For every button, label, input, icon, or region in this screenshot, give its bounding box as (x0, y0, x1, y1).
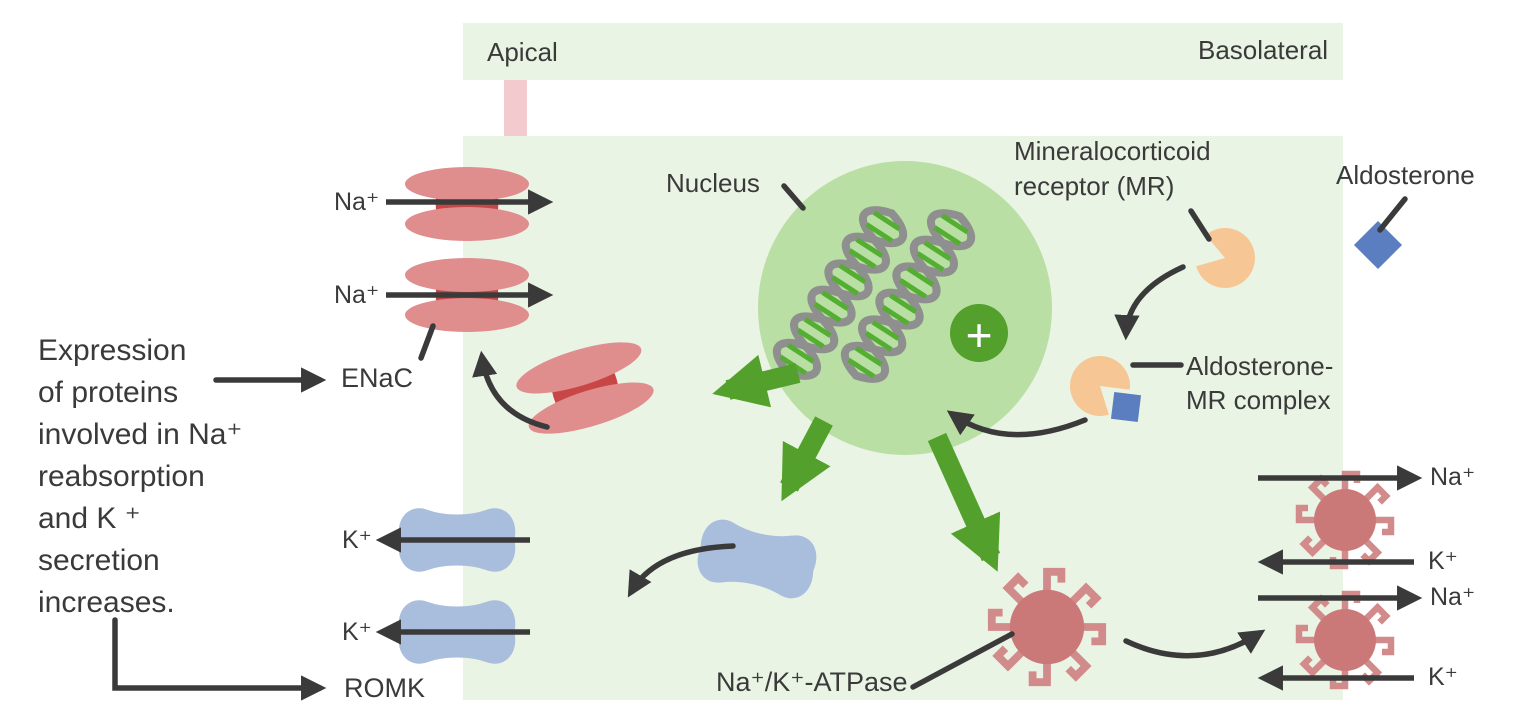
potassium-label: K⁺ (1428, 547, 1458, 575)
atpase-label: Na⁺/K⁺-ATPase (716, 667, 908, 697)
nucleus-pointer-line (781, 183, 806, 211)
receptor-label-line1: Mineralocorticoid (1014, 136, 1211, 166)
tight-junction-bar (504, 80, 527, 136)
romk-channel-forming (693, 515, 821, 603)
expression-note: Expression of proteins involved in Na⁺ r… (38, 330, 242, 624)
complex-label-line2: MR complex (1186, 385, 1331, 415)
atpase-pointer-line (910, 631, 1015, 690)
enac-pointer-line (418, 323, 436, 361)
expression-note-line: increases. (38, 586, 175, 619)
expression-note-line: Expression (38, 334, 187, 367)
sodium-label: Na⁺ (334, 281, 380, 309)
expression-arrow-to-enac (712, 354, 801, 408)
expression-note-line: and K ⁺ (38, 502, 141, 535)
sodium-label: Na⁺ (1430, 463, 1476, 491)
plus-sign: + (966, 309, 993, 361)
complex-label: Aldosterone- MR complex (1186, 349, 1333, 417)
potassium-label: K⁺ (1428, 663, 1458, 691)
sodium-potassium-pump (992, 572, 1102, 682)
romk-label: ROMK (344, 673, 425, 703)
basolateral-label: Basolateral (1198, 35, 1329, 65)
romk-traffic-arrow (627, 543, 736, 598)
nucleus-circle (758, 161, 1052, 455)
enac-label: ENaC (341, 363, 414, 393)
expression-note-line: of proteins (38, 376, 179, 409)
expression-note-line: secretion (38, 544, 160, 577)
sodium-label: Na⁺ (1430, 583, 1476, 611)
aldosterone-pointer-line (1377, 196, 1408, 233)
receptor-label-line2: receptor (MR) (1014, 171, 1175, 201)
complex-to-nucleus-arrow (946, 410, 1088, 438)
enac-traffic-arrow (472, 350, 550, 430)
enac-channel-forming (511, 331, 659, 445)
aldosterone-label: Aldosterone (1336, 160, 1475, 190)
note-arrow-to-romk (112, 617, 327, 701)
sodium-potassium-pump (1299, 594, 1391, 686)
apical-label: Apical (487, 37, 558, 67)
atpase-traffic-arrow (1123, 629, 1266, 659)
plus-badge (950, 304, 1008, 362)
membrane-top-strip (463, 23, 1343, 80)
sodium-label: Na⁺ (334, 188, 380, 216)
sodium-potassium-pump (1299, 474, 1391, 566)
complex-aldosterone-square (1110, 391, 1142, 423)
expression-note-line: reabsorption (38, 460, 205, 493)
complex-label-line1: Aldosterone- (1186, 351, 1334, 381)
expression-arrow-to-atpase (927, 432, 1001, 572)
potassium-label: K⁺ (342, 618, 372, 646)
nucleus-label: Nucleus (666, 168, 760, 198)
potassium-label: K⁺ (342, 526, 372, 554)
mr-binding-arrow (1114, 264, 1186, 341)
receptor-label: Mineralocorticoid receptor (MR) (1014, 134, 1211, 204)
receptor-pointer-line (1188, 208, 1212, 242)
expression-note-line: involved in Na⁺ (38, 418, 243, 451)
expression-arrow-to-romk (780, 416, 833, 502)
